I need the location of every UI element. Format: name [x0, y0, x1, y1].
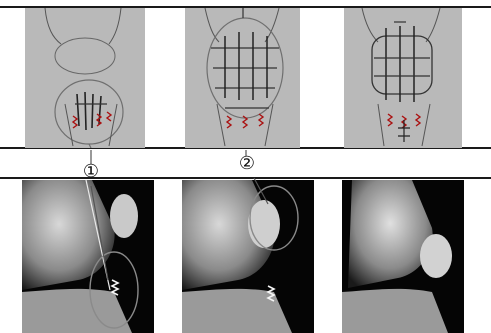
marker-2-label: ② — [235, 155, 259, 173]
marker-1-label: ① — [79, 163, 103, 181]
